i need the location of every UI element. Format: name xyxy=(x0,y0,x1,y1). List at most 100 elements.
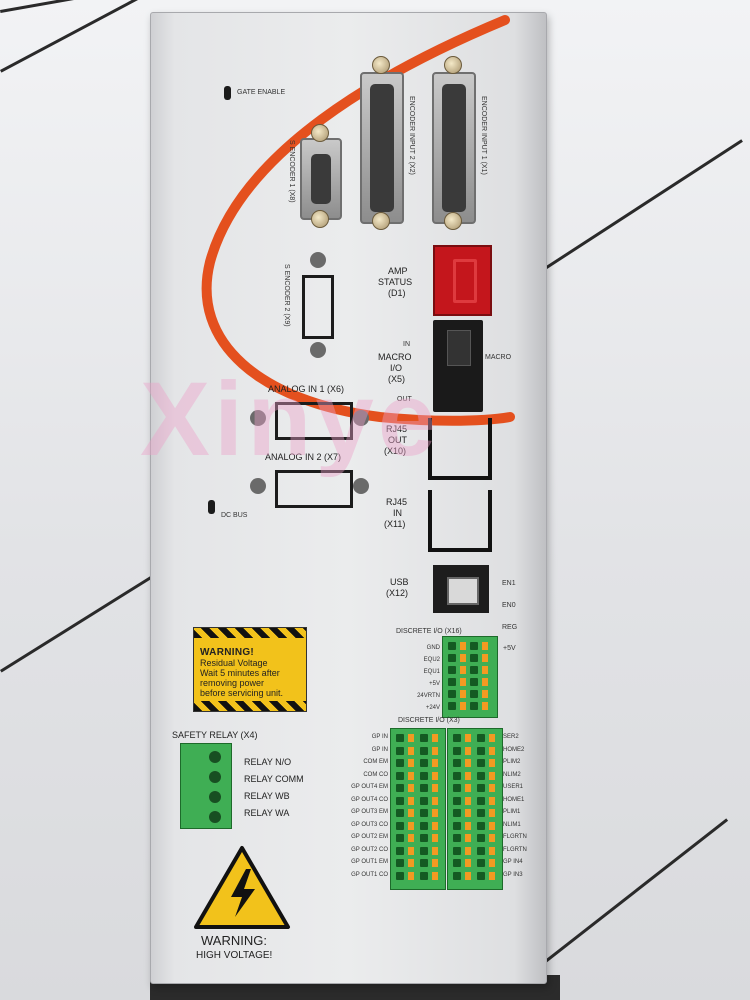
screw-icon xyxy=(372,212,390,230)
terminal-tab xyxy=(408,734,414,742)
terminal-hole xyxy=(477,784,485,792)
rj45-in-port[interactable] xyxy=(428,490,492,552)
terminal-hole xyxy=(396,734,404,742)
terminal-hole xyxy=(420,759,428,767)
terminal-pin-label: +24V xyxy=(425,705,440,711)
warning-line: Residual Voltage xyxy=(200,658,268,668)
terminal-tab xyxy=(482,702,488,710)
terminal-hole xyxy=(420,834,428,842)
rj45-in-label-2: IN xyxy=(393,508,402,518)
terminal-hole xyxy=(453,859,461,867)
analog-in-1-label: ANALOG IN 1 (X6) xyxy=(268,384,345,394)
switch-knob[interactable] xyxy=(447,330,471,366)
terminal-hole xyxy=(396,821,404,830)
terminal-pin-label: FLGRTN xyxy=(503,834,527,840)
terminal-hole xyxy=(396,846,404,855)
terminal-pin-label: COM EM xyxy=(363,759,388,765)
terminal-pin-label: GP OUT4 CO xyxy=(351,796,388,803)
gate-enable-led xyxy=(224,86,231,100)
terminal-tab xyxy=(408,871,414,880)
high-voltage-warning-icon xyxy=(194,846,290,929)
terminal-pin-label: HOME1 xyxy=(503,796,525,803)
relay-hole xyxy=(209,791,221,803)
terminal-tab xyxy=(489,821,495,830)
terminal-hole xyxy=(420,871,428,880)
analog-in-1-port[interactable] xyxy=(275,402,353,440)
seven-segment-digit xyxy=(453,259,477,303)
terminal-pin-label: COM CO xyxy=(363,771,388,778)
terminal-tab xyxy=(460,666,466,674)
terminal-pin-label: GP OUT1 CO xyxy=(351,871,388,878)
encoder-input-1-connector[interactable] xyxy=(432,72,476,224)
terminal-pin-label: PLIM2 xyxy=(503,759,521,765)
terminal-tab xyxy=(489,759,495,767)
terminal-hole xyxy=(396,746,404,755)
rj45-out-port[interactable] xyxy=(428,418,492,480)
terminal-tab xyxy=(460,690,466,698)
terminal-tab xyxy=(432,734,438,742)
terminal-tab xyxy=(489,784,495,792)
terminal-hole xyxy=(453,784,461,792)
usb-side-label-1: EN0 xyxy=(502,602,516,609)
terminal-pin-label: USER1 xyxy=(503,784,524,790)
s-encoder-1-connector[interactable] xyxy=(300,138,342,220)
terminal-hole xyxy=(420,821,428,830)
hazard-stripe xyxy=(194,701,306,711)
terminal-tab xyxy=(465,759,471,767)
terminal-pin-label: GND xyxy=(426,645,440,651)
terminal-pin-label: GP OUT1 EM xyxy=(351,859,388,865)
terminal-pin-label: GP OUT3 EM xyxy=(351,809,388,815)
terminal-pin-label: NLIM2 xyxy=(503,771,521,778)
analog-in-2-label: ANALOG IN 2 (X7) xyxy=(265,452,342,462)
terminal-hole xyxy=(477,809,485,817)
terminal-tab xyxy=(432,784,438,792)
terminal-pin-label: GP OUT3 CO xyxy=(351,821,388,828)
terminal-hole xyxy=(453,809,461,817)
terminal-pin-label: GP IN xyxy=(371,734,388,740)
relay-label-2: RELAY WB xyxy=(244,791,290,801)
terminal-tab xyxy=(460,642,466,650)
terminal-hole xyxy=(477,821,485,830)
warning-line: Wait 5 minutes after xyxy=(200,668,280,678)
terminal-hole xyxy=(477,746,485,755)
residual-voltage-warning-label: WARNING! Residual Voltage Wait 5 minutes… xyxy=(193,627,307,712)
warning-line: removing power xyxy=(200,678,265,688)
terminal-hole xyxy=(477,834,485,842)
macro-io-label-3: (X5) xyxy=(388,374,406,384)
s-encoder-2-port[interactable] xyxy=(302,275,334,339)
amp-status-label-2: STATUS xyxy=(378,277,413,287)
amp-status-label-3: (D1) xyxy=(388,288,406,298)
screw-icon xyxy=(444,56,462,74)
terminal-tab xyxy=(482,690,488,698)
terminal-hole xyxy=(448,678,456,686)
terminal-hole xyxy=(396,771,404,780)
screw-icon xyxy=(311,210,329,228)
safety-relay-terminal[interactable] xyxy=(180,743,232,829)
terminal-tab xyxy=(465,771,471,780)
terminal-hole xyxy=(470,654,478,662)
macro-side-label: MACRO xyxy=(485,354,512,361)
terminal-hole xyxy=(448,654,456,662)
terminal-hole xyxy=(477,846,485,855)
terminal-hole xyxy=(420,859,428,867)
terminal-tab xyxy=(489,796,495,805)
terminal-hole xyxy=(453,771,461,780)
terminal-tab xyxy=(432,859,438,867)
relay-label-0: RELAY N/O xyxy=(244,757,292,767)
encoder-input-2-connector[interactable] xyxy=(360,72,404,224)
terminal-tab xyxy=(489,746,495,755)
terminal-tab xyxy=(432,871,438,880)
usb-port[interactable] xyxy=(433,565,489,613)
terminal-pin-label: EQU2 xyxy=(423,657,440,663)
mount-hole xyxy=(250,410,266,426)
terminal-tab xyxy=(432,846,438,855)
terminal-hole xyxy=(420,771,428,780)
safety-relay-label: SAFETY RELAY (X4) xyxy=(172,730,258,740)
terminal-tab xyxy=(408,821,414,830)
analog-in-2-port[interactable] xyxy=(275,470,353,508)
macro-io-switch[interactable] xyxy=(433,320,483,412)
usb-label-2: (X12) xyxy=(386,588,409,598)
terminal-hole xyxy=(470,678,478,686)
terminal-hole xyxy=(396,784,404,792)
relay-label-3: RELAY WA xyxy=(244,808,290,818)
